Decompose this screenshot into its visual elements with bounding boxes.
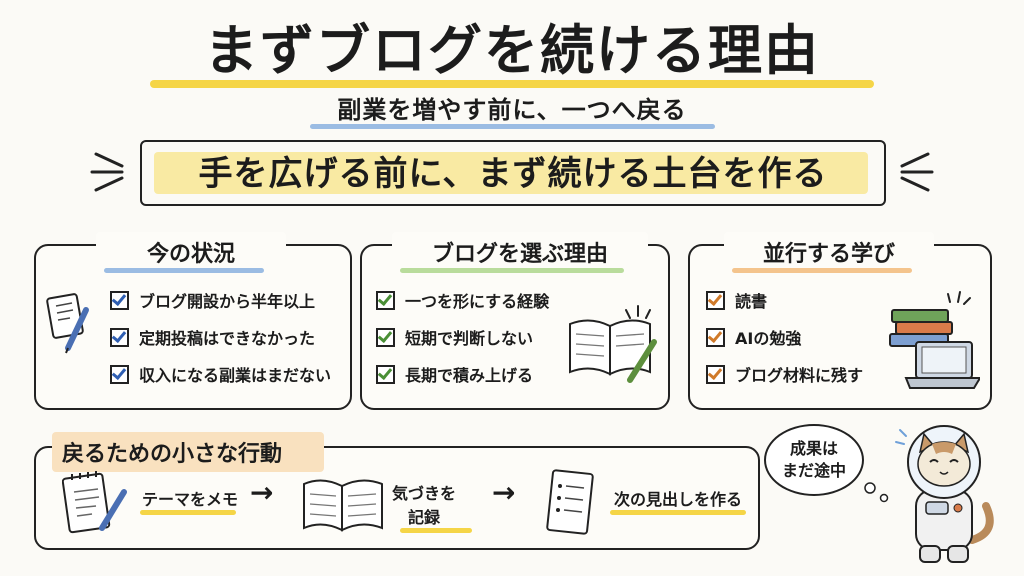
check-item: ブログ材料に残す — [706, 364, 886, 385]
panel-small-actions-heading: 戻るための小さな行動 — [52, 432, 324, 472]
check-item-label: 一つを形にする経験 — [405, 292, 550, 311]
notepad-pen-icon — [62, 471, 127, 534]
subtitle-underline — [310, 124, 715, 129]
books-laptop-icon — [889, 291, 980, 389]
thought-dots-icon — [864, 482, 889, 503]
panel-reasons-underline — [400, 268, 624, 273]
action-step-label: 次の見出しを作る — [613, 490, 742, 509]
check-item: 読書 — [706, 290, 886, 311]
panel-reasons-heading: ブログを選ぶ理由 — [392, 232, 648, 272]
check-item-label: 読書 — [735, 292, 768, 311]
checkbox-icon — [376, 290, 395, 310]
thought-bubble: 成果は まだ途中 — [764, 424, 864, 496]
page-title: まずブログを続ける理由 — [204, 19, 820, 82]
action-step-label-line2: 記録 — [407, 508, 440, 527]
action-step-underline — [400, 528, 472, 533]
check-item: 短期で判断しない — [376, 327, 576, 348]
panel-parallel-learning-list: 読書 AIの勉強 ブログ材料に残す — [706, 290, 886, 385]
check-item-label: 短期で判断しない — [405, 329, 534, 348]
checkbox-icon — [110, 290, 129, 310]
check-item-label: AIの勉強 — [735, 329, 802, 348]
check-item: AIの勉強 — [706, 327, 886, 348]
check-item: 定期投稿はできなかった — [110, 327, 342, 348]
page-subtitle: 副業を増やす前に、一つへ戻る — [337, 96, 687, 124]
arrow-icon: → — [250, 476, 274, 509]
check-item-label: 定期投稿はできなかった — [139, 329, 316, 348]
panel-reasons-list: 一つを形にする経験 短期で判断しない 長期で積み上げる — [376, 290, 576, 385]
thought-bubble-line1: 成果は — [789, 439, 838, 458]
thought-bubble-line2: まだ途中 — [781, 461, 846, 480]
open-book-icon — [303, 479, 383, 532]
panel-current-status-list: ブログ開設から半年以上 定期投稿はできなかった 収入になる副業はまだない — [110, 290, 342, 385]
check-item-label: ブログ開設から半年以上 — [139, 292, 316, 311]
action-step-underline — [140, 510, 236, 515]
title-underline — [150, 80, 874, 88]
checkbox-icon — [110, 327, 129, 347]
checklist-icon — [546, 469, 594, 535]
check-item-label: 長期で積み上げる — [405, 366, 534, 385]
checkbox-icon — [706, 327, 725, 347]
arrow-icon: → — [492, 476, 516, 509]
action-step-label-line1: 気づきを — [391, 484, 456, 503]
check-item: 長期で積み上げる — [376, 364, 576, 385]
checkbox-icon — [706, 290, 725, 310]
checkbox-icon — [376, 327, 395, 347]
check-item: ブログ開設から半年以上 — [110, 290, 342, 311]
panel-current-status-underline — [104, 268, 264, 273]
check-item-label: ブログ材料に残す — [735, 366, 864, 385]
key-message-text: 手を広げる前に、まず続ける土台を作る — [198, 154, 828, 194]
panel-parallel-learning-underline — [732, 268, 912, 273]
check-item-label: 収入になる副業はまだない — [139, 366, 332, 385]
action-step-underline — [610, 510, 746, 515]
astronaut-cat-icon — [895, 425, 994, 563]
memo-pen-icon — [46, 293, 89, 354]
open-notebook-pen-icon — [569, 305, 657, 383]
check-item: 収入になる副業はまだない — [110, 364, 342, 385]
checkbox-icon — [110, 364, 129, 384]
check-item: 一つを形にする経験 — [376, 290, 576, 311]
emphasis-marks-right-icon — [900, 152, 934, 192]
panel-parallel-learning-heading: 並行する学び — [724, 232, 934, 272]
panel-current-status-heading: 今の状況 — [96, 232, 286, 272]
checkbox-icon — [706, 364, 725, 384]
action-step-label: テーマをメモ — [141, 490, 238, 509]
emphasis-marks-left-icon — [90, 152, 124, 192]
banner-highlight — [154, 152, 868, 194]
checkbox-icon — [376, 364, 395, 384]
